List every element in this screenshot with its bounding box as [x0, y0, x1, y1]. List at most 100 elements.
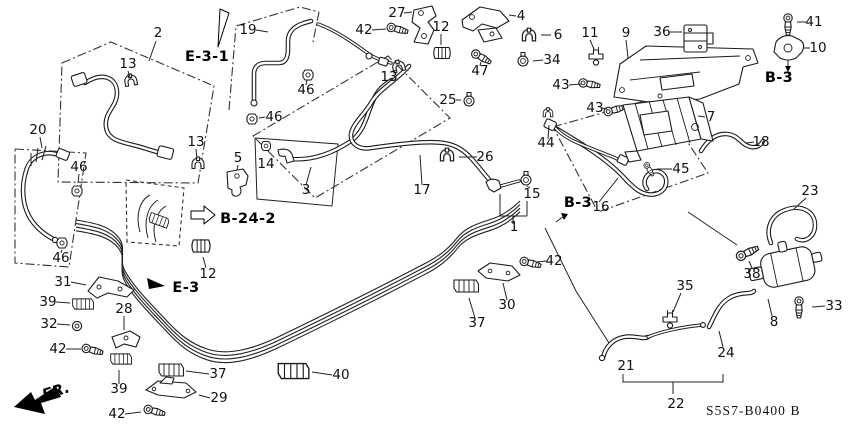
callout-39: 39	[110, 381, 127, 397]
callout-15: 15	[523, 186, 540, 202]
callout-13: 13	[119, 56, 136, 72]
callout-leader-27	[403, 11, 413, 14]
callout-12: 12	[199, 266, 216, 282]
callout-44: 44	[537, 135, 554, 151]
nut-46-d	[56, 237, 68, 249]
clamp-39-b	[110, 353, 132, 365]
grommet-12-b	[191, 238, 211, 254]
clip-44	[542, 107, 554, 118]
pipe-2	[83, 75, 166, 156]
clip-13-a	[123, 72, 139, 88]
pipe-17	[348, 63, 496, 187]
callout-16: 16	[592, 199, 609, 215]
main-pipe-bundle	[75, 211, 521, 364]
b3-mid-arrow	[555, 215, 565, 223]
fr-arrow: FR.	[14, 378, 72, 414]
callout-leader-31	[70, 281, 87, 286]
b24-pipe-ends	[137, 194, 171, 243]
callout-leader-9	[625, 39, 629, 59]
nut-46-b	[246, 113, 258, 125]
pipe-2-end-fitting-right	[156, 145, 175, 160]
callout-45: 45	[672, 161, 689, 177]
callout-leader-46	[77, 173, 80, 184]
callout-19: 19	[239, 22, 256, 38]
fuel-filter-8	[748, 240, 823, 288]
grommet-32	[71, 320, 83, 332]
callout-leader-30	[502, 282, 508, 301]
callout-20: 20	[29, 122, 46, 138]
bolt-42-bottom	[142, 403, 167, 419]
main-pipe-bundle	[75, 207, 521, 360]
callout-5: 5	[234, 150, 243, 166]
callout-leader-38	[748, 260, 753, 269]
callout-46: 46	[70, 159, 87, 175]
callout-29: 29	[210, 390, 227, 406]
callout-46: 46	[265, 109, 282, 125]
callout-leader-42	[124, 411, 142, 415]
callout-leader-3	[305, 166, 312, 186]
pipe-16	[555, 127, 668, 196]
hose-21	[601, 335, 650, 360]
elbow-fitting-3	[277, 148, 295, 164]
callout-2: 2	[154, 25, 163, 41]
clamp-34	[517, 51, 529, 67]
callout-25: 25	[439, 92, 456, 108]
callout-23: 23	[801, 183, 818, 199]
callout-42: 42	[545, 253, 562, 269]
hose-20	[21, 152, 65, 242]
callout-30: 30	[498, 297, 515, 313]
callout-leader-32	[56, 323, 71, 326]
callout-leader-15	[526, 185, 531, 189]
callout-22: 22	[667, 396, 684, 412]
box-b24-bundle	[125, 179, 185, 247]
callout-leader-4	[508, 14, 517, 17]
callout-43: 43	[586, 100, 603, 116]
b24-arrow	[190, 205, 216, 225]
callout-37: 37	[209, 366, 226, 382]
reference-arrows	[147, 8, 791, 289]
callout-10: 10	[809, 40, 826, 56]
callout-leader-29	[198, 394, 211, 399]
clamp-39-a	[72, 298, 94, 310]
callout-leader-7	[697, 115, 706, 118]
callout-31: 31	[54, 274, 71, 290]
clamp-5	[226, 168, 249, 197]
callout-47: 47	[471, 63, 488, 79]
bolt-43-a	[577, 77, 602, 91]
bolt-33	[794, 296, 804, 319]
hose-20-top-fitting	[55, 148, 71, 161]
callout-leader-12	[202, 256, 207, 269]
callout-leader-13	[390, 69, 397, 73]
bolt-43-b	[602, 102, 627, 118]
bolt-42-left	[80, 342, 105, 358]
box-fitting-14	[254, 137, 339, 207]
callout-leader-16	[598, 177, 619, 203]
callout-38: 38	[743, 266, 760, 282]
callout-leader-40	[311, 371, 333, 376]
bracket-28	[111, 330, 141, 349]
callout-36: 36	[653, 24, 670, 40]
callout-33: 33	[825, 298, 842, 314]
callout-21: 21	[617, 358, 634, 374]
clamp-block-37-a	[158, 363, 185, 377]
hose-24	[707, 289, 756, 329]
callout-leader-43	[568, 83, 582, 86]
callout-42: 42	[49, 341, 66, 357]
valve-11	[588, 46, 604, 66]
callout-3: 3	[302, 182, 311, 198]
pipe-35-run	[647, 324, 703, 338]
hose-21	[600, 334, 651, 361]
callout-28: 28	[115, 301, 132, 317]
pipe-35-end	[700, 322, 706, 328]
callout-9: 9	[622, 25, 631, 41]
hose-20-coil	[30, 145, 47, 166]
callout-leader-33	[811, 305, 826, 308]
bracket-27	[411, 5, 437, 45]
bracket-4	[461, 6, 510, 43]
callout-34: 34	[543, 52, 560, 68]
nut-14	[261, 141, 271, 151]
callout-46: 46	[52, 250, 69, 266]
pipe-2-end-fitting-left	[70, 72, 88, 87]
